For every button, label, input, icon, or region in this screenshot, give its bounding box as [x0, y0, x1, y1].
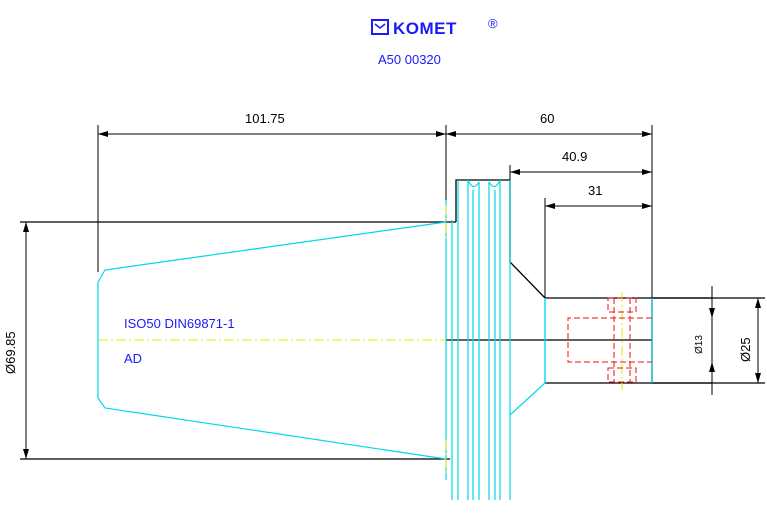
- extension-lines: [97, 125, 713, 395]
- dim-bore-diameter: Ø13: [694, 335, 705, 354]
- bore-hidden-lines: [567, 297, 652, 383]
- komet-logo-icon: [371, 19, 389, 35]
- centerlines: [98, 205, 623, 475]
- brand-name: KOMET: [393, 19, 457, 38]
- dim-outer-diameter: Ø25: [738, 337, 753, 362]
- dim-taper-length: 101.75: [245, 111, 285, 126]
- dim-flange-diameter: Ø69.85: [3, 331, 18, 374]
- dim-length-2: 40.9: [562, 149, 587, 164]
- dim-overall-length: 60: [540, 111, 554, 126]
- title-block: KOMET ® A50 00320: [371, 16, 498, 67]
- part-number: A50 00320: [378, 52, 441, 67]
- taper-standard-label: ISO50 DIN69871-1: [124, 316, 235, 331]
- coolant-form-label: AD: [124, 351, 142, 366]
- dim-length-3: 31: [588, 183, 602, 198]
- dimension-texts: 101.75 60 40.9 31 Ø69.85 Ø13 Ø25: [3, 111, 753, 374]
- registered-mark: ®: [488, 16, 498, 31]
- dimension-lines: [23, 131, 761, 459]
